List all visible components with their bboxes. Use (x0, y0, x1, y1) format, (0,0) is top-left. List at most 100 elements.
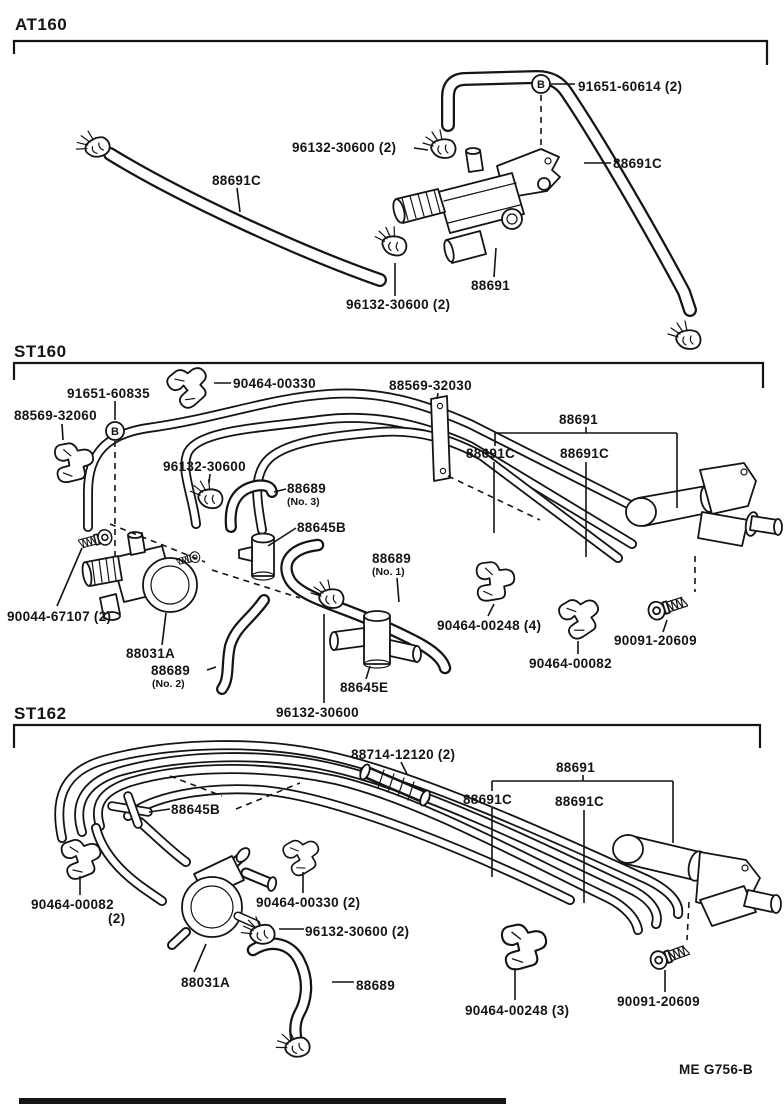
leader-line (193, 943, 207, 973)
label-88691c-right: 88691C (555, 794, 604, 809)
clip-90464-00330-icon (163, 361, 216, 413)
section-st162: ST162 (12, 704, 782, 1063)
connector-88645b (238, 532, 275, 581)
leader-line (208, 473, 211, 484)
clamp-icon (422, 129, 457, 159)
leader-line (273, 488, 287, 493)
label-88689-no1: 88689 (372, 551, 411, 566)
label-88691c-right: 88691C (613, 156, 662, 171)
label-88691: 88691 (559, 412, 598, 427)
label-88691c-left: 88691C (466, 446, 515, 461)
label-90464-00082: 90464-00082 (31, 897, 114, 912)
leader-line (236, 187, 241, 213)
pipe-88714-12120 (359, 763, 431, 807)
label-90464-00248: 90464-00248 (4) (437, 618, 541, 633)
bolt-90091-20609-icon (647, 940, 692, 973)
label-96132-30600: 96132-30600 (2) (305, 924, 409, 939)
bolt-90044-67107-icon (76, 527, 115, 553)
alignment-dashed (211, 569, 301, 599)
label-96132-30600-top: 96132-30600 (2) (292, 140, 396, 155)
label-91651-60835: 91651-60835 (67, 386, 150, 401)
label-88645b: 88645B (171, 802, 220, 817)
grommet-marker-b: AT160 B (531, 74, 551, 94)
leader-line (396, 577, 400, 603)
label-90464-00330: 90464-00330 (2) (256, 895, 360, 910)
label-90464-00082-qty: (2) (108, 911, 125, 926)
valve-88691 (392, 147, 561, 264)
label-88689-no3: 88689 (287, 481, 326, 496)
label-88714-12120: 88714-12120 (2) (351, 747, 455, 762)
connector-88645b (107, 791, 153, 829)
leader-line (487, 603, 495, 617)
label-96132-30600-bottom: 96132-30600 (2) (346, 297, 450, 312)
valve-88031a (81, 531, 198, 621)
marker-b-letter: B (111, 426, 119, 438)
section-frame-st160 (12, 361, 765, 388)
label-90091-20609: 90091-20609 (614, 633, 697, 648)
label-90044-67107: 90044-67107 (2) (7, 609, 111, 624)
label-90464-00248: 90464-00248 (3) (465, 1003, 569, 1018)
leader-line (206, 666, 217, 671)
label-88691c-right: 88691C (560, 446, 609, 461)
section-frame-at160 (12, 39, 769, 65)
section-header-st160: ST160 (14, 342, 67, 361)
section-header-at160: AT160 (15, 15, 67, 34)
valve-assembly-right (612, 834, 782, 927)
leader-line (662, 619, 668, 633)
bolt-90091-20609-icon (645, 591, 690, 623)
marker-b-letter: B (537, 79, 545, 91)
alignment-dashed (447, 475, 541, 521)
label-88645e: 88645E (340, 680, 388, 695)
leader-line (56, 547, 83, 607)
leader-line (400, 761, 408, 775)
label-90464-00082: 90464-00082 (529, 656, 612, 671)
leader-line (493, 247, 497, 278)
figure-code: ME G756-B (679, 1062, 753, 1077)
bracket-88691 (491, 775, 674, 903)
bracket-88691 (493, 427, 678, 557)
label-88689-no2: 88689 (151, 663, 190, 678)
section-at160: AT160 AT160 (12, 15, 769, 350)
label-88031a: 88031A (181, 975, 230, 990)
valve-assembly-right (625, 462, 783, 547)
leader-line (61, 423, 64, 441)
valve-88031a (167, 847, 278, 950)
grommet-marker-b: B (105, 421, 125, 441)
label-96132-30600-upper: 96132-30600 (163, 459, 246, 474)
label-88691: 88691 (556, 760, 595, 775)
label-88031a: 88031A (126, 646, 175, 661)
label-88689-no1-sub: (No. 1) (372, 566, 405, 578)
label-88569-32060: 88569-32060 (14, 408, 97, 423)
label-88689: 88689 (356, 978, 395, 993)
section-frame-st162 (12, 723, 762, 748)
label-88645b: 88645B (297, 520, 346, 535)
leader-dashed (686, 901, 690, 941)
leader-line (436, 392, 439, 400)
alignment-dashed (169, 775, 223, 797)
clip-90464-00082-icon (60, 838, 102, 880)
leader-line (267, 527, 297, 547)
label-88689-no3-sub: (No. 3) (287, 496, 320, 508)
clamp-icon (371, 222, 411, 258)
clip-90464-00082-icon (556, 594, 605, 643)
leader-line (161, 612, 167, 646)
label-88691c-left: 88691C (212, 173, 261, 188)
leader-line (365, 665, 371, 680)
clamp-icon (667, 320, 702, 350)
clip-90464-00248-icon (497, 922, 549, 974)
alignment-dashed (235, 782, 301, 810)
label-90464-00330: 90464-00330 (233, 376, 316, 391)
leader-line (148, 808, 171, 813)
label-88689-no2-sub: (No. 2) (152, 678, 185, 690)
part-88569-32030-strip (430, 395, 451, 482)
label-88691: 88691 (471, 278, 510, 293)
label-90091-20609: 90091-20609 (617, 994, 700, 1009)
connector-88645e (329, 610, 422, 669)
clip-90464-00248-icon (469, 558, 518, 607)
label-91651-60614: 91651-60614 (2) (578, 79, 682, 94)
label-96132-30600-lower: 96132-30600 (276, 705, 359, 720)
clip-90464-00330-icon (281, 835, 324, 879)
scan-edge-bar (19, 1098, 506, 1104)
